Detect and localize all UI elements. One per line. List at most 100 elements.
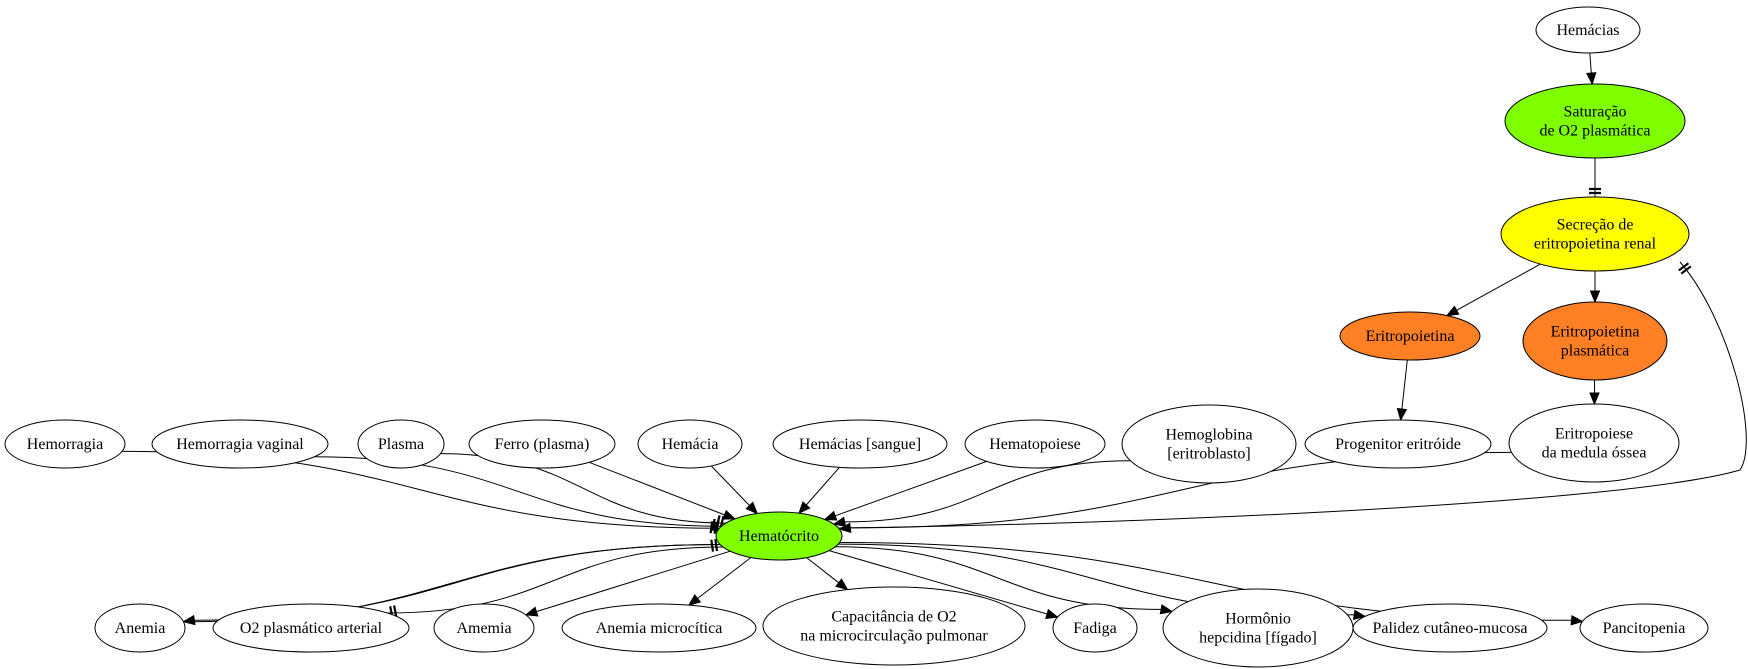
node-ellipse: [762, 586, 1026, 666]
node-fadiga: Fadiga: [1052, 603, 1138, 653]
node-label: O2 plasmático arterial: [240, 620, 383, 637]
arrowhead: [1589, 392, 1600, 406]
node-label: Anemia microcítica: [596, 620, 723, 637]
arrowhead: [687, 594, 702, 607]
node-ellipse: [1500, 196, 1690, 272]
edge-line: [844, 460, 1131, 523]
node-label: Fadiga: [1073, 620, 1117, 637]
node-label: Capacitância de O2: [831, 609, 956, 626]
edge-line: [697, 557, 752, 599]
edge-line: [1401, 359, 1408, 410]
node-label: Hormônio: [1225, 611, 1291, 628]
tee-mark: [715, 515, 721, 528]
node-ellipse: [1052, 603, 1138, 653]
node-label: Pancitopenia: [1603, 620, 1686, 637]
node-ellipse: [1162, 588, 1354, 668]
node-label: Progenitor eritróide: [1335, 436, 1461, 453]
arrowhead: [1445, 305, 1460, 317]
node-hemorragia: Hemorragia: [4, 419, 126, 469]
node-label: Hemorragia vaginal: [176, 436, 304, 453]
edge-saturacao-to-secrecao: [1589, 158, 1601, 197]
node-ellipse: [1339, 311, 1481, 361]
node-eritropoietina: Eritropoietina: [1339, 311, 1481, 361]
arrowhead: [835, 578, 849, 591]
node-label: eritropoietina renal: [1534, 236, 1657, 253]
node-ellipse: [964, 419, 1106, 469]
edge-eritropoietina_plasmatica-to-eritropoiese: [1589, 379, 1600, 406]
node-label: hepcidina [fígado]: [1199, 630, 1317, 647]
arrowhead: [838, 522, 852, 533]
node-amemia: Amemia: [433, 603, 535, 653]
edge-line: [1456, 263, 1541, 311]
tee-mark: [713, 521, 718, 534]
tee-mark: [710, 539, 715, 552]
node-hematocrito: Hematócrito: [715, 511, 843, 561]
edge-line: [1589, 52, 1592, 74]
node-label: Plasma: [378, 436, 424, 453]
edge-hematocrito-to-fadiga: [828, 550, 1059, 619]
node-ellipse: [212, 603, 410, 653]
node-o2_arterial: O2 plasmático arterial: [212, 603, 410, 653]
edge-hemorragia_vaginal-to-hematocrito: [314, 456, 722, 532]
node-ellipse: [637, 419, 743, 469]
node-label: Anemia: [115, 620, 166, 637]
edge-line: [838, 261, 1747, 529]
node-label: Eritropoiese: [1555, 426, 1633, 443]
edge-hematopoiese-to-hematocrito: [823, 460, 987, 521]
node-label: Hemácia: [662, 436, 719, 453]
node-ellipse: [1535, 6, 1641, 54]
node-label: Hemorragia: [27, 436, 103, 453]
edge-hemoglobina-to-hematocrito: [832, 460, 1131, 527]
edge-line: [805, 466, 840, 506]
node-anemia_microcitica: Anemia microcítica: [561, 603, 757, 653]
node-label: da medula óssea: [1542, 445, 1647, 462]
arrowhead: [1586, 72, 1597, 86]
node-label: Palidez cutâneo-mucosa: [1372, 620, 1527, 637]
node-ellipse: [772, 419, 948, 469]
arrowhead: [1589, 290, 1601, 304]
node-label: Hematopoiese: [989, 436, 1081, 453]
edge-hemacias_sangue-to-hematocrito: [798, 466, 840, 515]
edge-line: [710, 465, 750, 506]
node-ellipse: [468, 419, 616, 469]
arrowhead: [722, 509, 737, 520]
node-hemacia: Hemácia: [637, 419, 743, 469]
edge-line: [828, 550, 1048, 615]
node-ellipse: [1508, 403, 1680, 483]
node-ellipse: [561, 603, 757, 653]
arrowhead: [182, 614, 196, 626]
node-label: de O2 plasmática: [1539, 123, 1650, 140]
arrowhead: [832, 516, 847, 527]
edge-line: [589, 461, 725, 516]
node-hemorragia_vaginal: Hemorragia vaginal: [151, 419, 329, 469]
edge-secrecao-to-eritropoietina: [1445, 263, 1541, 317]
arrowhead: [1159, 604, 1174, 615]
edge-hematocrito-to-capacitancia: [806, 557, 849, 591]
tee-mark: [1678, 262, 1690, 272]
node-palidez: Palidez cutâneo-mucosa: [1352, 603, 1548, 653]
node-ferro: Ferro (plasma): [468, 419, 616, 469]
node-label: Hemoglobina: [1165, 427, 1252, 444]
node-ellipse: [1304, 419, 1492, 469]
arrowhead: [798, 501, 811, 515]
node-ellipse: [94, 603, 186, 653]
node-label: Ferro (plasma): [495, 436, 590, 453]
arrowhead: [1396, 408, 1408, 422]
node-ellipse: [433, 603, 535, 653]
arrowhead: [524, 606, 539, 617]
node-label: Hematócrito: [739, 528, 819, 545]
node-label: Hemácias: [1556, 22, 1619, 39]
edge-line: [387, 546, 724, 614]
node-ellipse: [1121, 404, 1297, 484]
node-ellipse: [4, 419, 126, 469]
tee-mark: [711, 518, 716, 531]
node-progenitor: Progenitor eritróide: [1304, 419, 1492, 469]
node-label: [eritroblasto]: [1167, 446, 1251, 463]
node-hormonio: Hormônio hepcidina [fígado]: [1162, 588, 1354, 668]
node-label: plasmática: [1561, 343, 1629, 360]
